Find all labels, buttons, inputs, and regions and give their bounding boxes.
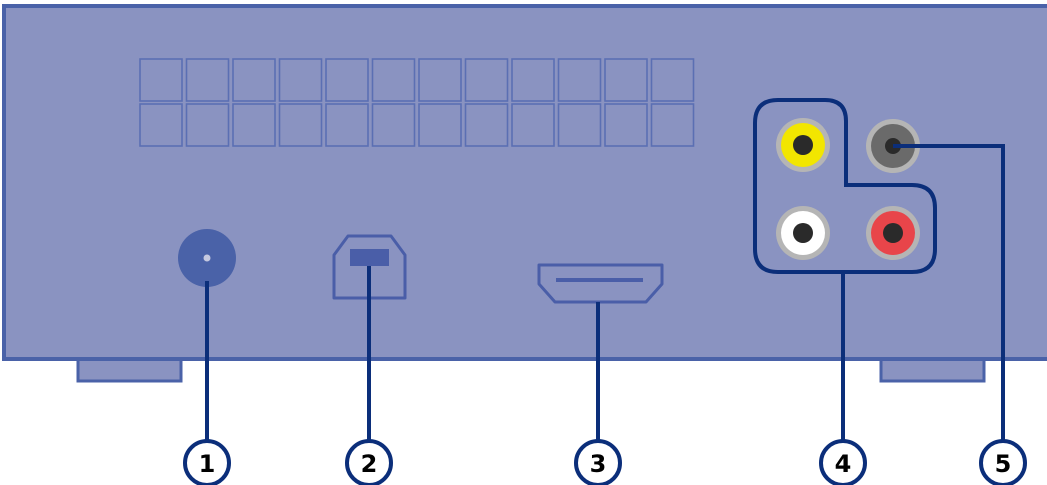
usb-port: [332, 234, 407, 300]
vent-slot: [464, 103, 509, 147]
rca-yellow-center: [793, 135, 813, 155]
usb-b-port-icon: [332, 234, 407, 300]
vent-slot: [464, 58, 509, 102]
callout-circle-3: [574, 439, 622, 485]
vent-slot: [557, 103, 602, 147]
vent-slot: [650, 58, 695, 102]
hdmi-port: [537, 263, 664, 304]
vent-slot: [185, 58, 230, 102]
power-connector: [178, 229, 236, 287]
callout-circle-5: [979, 439, 1027, 485]
leader-line-5: [893, 144, 1005, 441]
usb-b-port-pin: [350, 249, 389, 266]
vent-slot: [418, 58, 462, 102]
vent-slot: [604, 58, 648, 102]
vent-slot: [325, 103, 369, 147]
hdmi-port-slot: [556, 278, 643, 282]
av-group-outline: [753, 98, 937, 274]
vent-slot: [511, 103, 555, 147]
right-foot: [879, 357, 986, 383]
vent-slot: [139, 103, 183, 147]
callout-circle-2: [345, 439, 393, 485]
vent-slot: [139, 58, 183, 102]
vent-slot: [604, 103, 648, 147]
vent-grille-icon: [139, 58, 695, 147]
callout-circle-1: [183, 439, 231, 485]
left-foot: [76, 357, 183, 383]
rear-panel: [2, 4, 1047, 361]
vent-slot: [418, 103, 462, 147]
vent-slot: [278, 103, 323, 147]
rca-white-center: [793, 223, 813, 243]
vent-slot: [232, 58, 276, 102]
vent-slot: [232, 103, 276, 147]
rca-red-center: [883, 223, 903, 243]
vent-slot: [511, 58, 555, 102]
vent-slot: [185, 103, 230, 147]
vent-slot: [557, 58, 602, 102]
vent-slot: [278, 58, 323, 102]
power-jack-pin: [203, 254, 211, 262]
hdmi-port-icon: [537, 263, 664, 304]
rca-white-jack: [776, 206, 830, 260]
callout-circle-4: [819, 439, 867, 485]
rca-red-jack: [866, 206, 920, 260]
rca-yellow-jack: [776, 118, 830, 172]
vent-slot: [650, 103, 695, 147]
vent-slot: [371, 58, 416, 102]
vent-slot: [371, 103, 416, 147]
vent-slot: [325, 58, 369, 102]
